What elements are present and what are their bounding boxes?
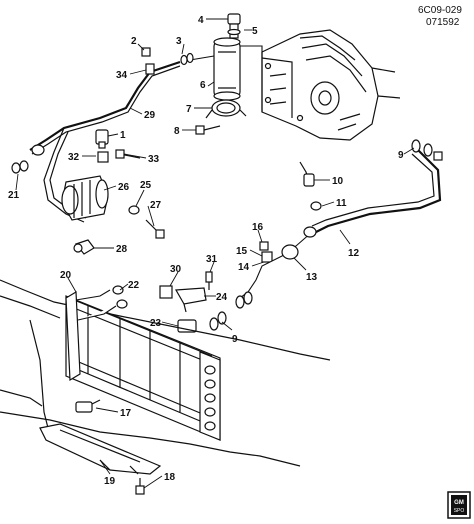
callout-17: 17 (120, 408, 132, 419)
accumulator-drier (189, 37, 263, 101)
callout-25: 25 (140, 180, 152, 191)
badge-line-2: SPO (454, 508, 465, 514)
gm-spo-badge: GM SPO (447, 491, 471, 519)
bracket-30 (159, 285, 173, 299)
callout-21: 21 (8, 190, 20, 201)
bolt-33 (115, 149, 141, 159)
callout-18: 18 (164, 472, 176, 483)
callout-30: 30 (170, 264, 182, 275)
bolt-31 (205, 271, 213, 290)
callout-28: 28 (116, 244, 128, 255)
callout-34: 34 (116, 70, 128, 81)
callout-20: 20 (60, 270, 72, 281)
callout-26: 26 (118, 182, 130, 193)
callout-7: 7 (186, 104, 192, 115)
callout-33: 33 (148, 154, 160, 165)
fitting-16 (259, 241, 269, 251)
clip-2 (141, 47, 151, 57)
callout-2: 2 (131, 36, 137, 47)
diagram-date: 071592 (426, 17, 460, 28)
callout-3: 3 (176, 36, 182, 47)
callout-19: 19 (104, 476, 116, 487)
bracket-bolt-8 (195, 125, 221, 135)
condenser (65, 290, 221, 441)
washer-21 (11, 160, 29, 174)
fittings-3 (180, 52, 194, 66)
callout-22: 22 (128, 280, 140, 291)
muffler-13 (239, 226, 317, 299)
callout-13: 13 (306, 272, 318, 283)
orifice-tube-10 (299, 161, 315, 187)
callout-8: 8 (174, 126, 180, 137)
callout-31: 31 (206, 254, 218, 265)
badge-line-1: GM (454, 500, 464, 506)
callout-27: 27 (150, 200, 162, 211)
callout-32: 32 (68, 152, 80, 163)
callout-15: 15 (236, 246, 248, 257)
callout-14: 14 (238, 262, 250, 273)
fitting-15 (261, 251, 273, 263)
callout-29: 29 (144, 110, 156, 121)
bracket-24 (175, 287, 207, 313)
callout-24: 24 (216, 292, 228, 303)
o-ring-25 (128, 205, 140, 215)
callout-6: 6 (200, 80, 206, 91)
o-ring-5 (227, 28, 241, 36)
callout-9-upper: 9 (398, 150, 404, 161)
callout-12: 12 (348, 248, 360, 259)
compressor (61, 175, 109, 221)
callout-11: 11 (336, 198, 347, 209)
clip-28 (73, 239, 95, 255)
callout-5: 5 (252, 26, 258, 37)
callout-23: 23 (150, 318, 162, 329)
seal-11 (310, 201, 322, 211)
screw-18 (135, 478, 145, 495)
service-fitting (95, 129, 109, 163)
drier-bracket (205, 99, 247, 119)
evaporator-housing (261, 29, 401, 141)
condenser-pipes (75, 289, 117, 321)
callout-labels: 4 5 3 2 34 6 7 8 29 1 32 33 21 26 25 27 … (8, 15, 404, 487)
callout-10: 10 (332, 176, 344, 187)
front-panel (0, 279, 331, 467)
leader-lines (15, 18, 415, 489)
callout-4: 4 (198, 15, 204, 26)
baffle-19 (39, 423, 162, 475)
callout-9-lower: 9 (232, 334, 238, 345)
washer-22 (112, 285, 128, 309)
callout-16: 16 (252, 222, 264, 233)
washer-9-lower (209, 291, 253, 331)
diagram-code: 6C09-029 (418, 5, 462, 16)
liquid-line (311, 139, 443, 233)
callout-1: 1 (120, 130, 126, 141)
bracket-17 (75, 399, 101, 413)
bolt-27 (145, 219, 165, 239)
